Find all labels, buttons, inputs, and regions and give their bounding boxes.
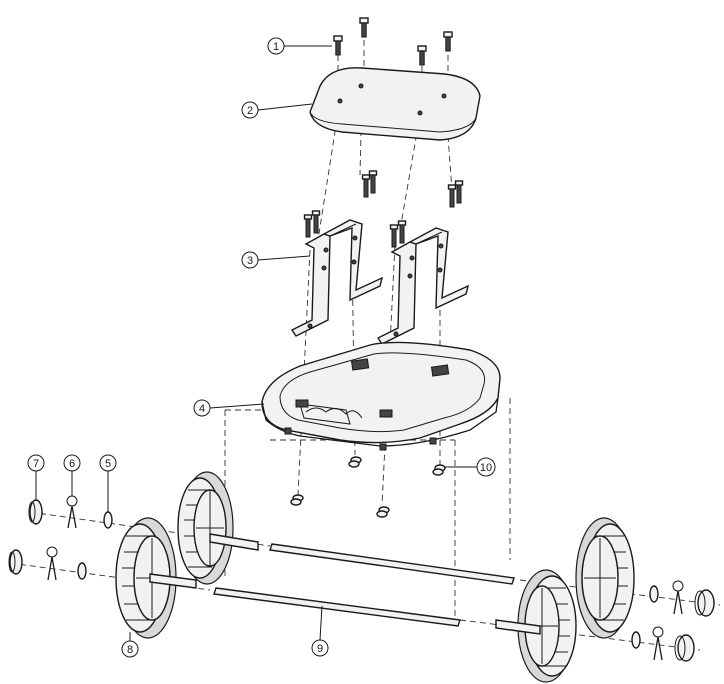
wheel-rear-right — [575, 517, 635, 639]
callout-8-label: 8 — [127, 644, 133, 656]
left-hub-caps — [8, 499, 43, 575]
axles — [213, 543, 515, 627]
right-washers — [631, 585, 659, 649]
right-lynch-pins — [652, 580, 684, 661]
callout-5: 5 — [99, 454, 117, 472]
wheel-front-right — [495, 569, 577, 683]
bracket-screws — [303, 170, 464, 248]
left-lynch-pins — [46, 495, 78, 581]
callout-6: 6 — [63, 454, 81, 472]
right-hub-caps — [674, 589, 715, 662]
callout-7-label: 7 — [33, 458, 39, 470]
left-washers — [77, 511, 113, 580]
callout-4-label: 4 — [199, 403, 205, 415]
callout-3-label: 3 — [247, 255, 253, 267]
seat-cover — [309, 67, 481, 141]
base-tub — [261, 341, 501, 451]
callout-4: 4 — [193, 399, 211, 417]
callout-2: 2 — [241, 101, 259, 119]
callout-7: 7 — [27, 454, 45, 472]
callout-9-label: 9 — [317, 643, 323, 655]
callout-6-label: 6 — [69, 458, 75, 470]
wheel-rear-left — [177, 471, 259, 585]
callout-1: 1 — [267, 37, 285, 55]
nuts — [290, 456, 446, 518]
top-screws — [333, 17, 453, 66]
callout-5-label: 5 — [105, 458, 111, 470]
callout-9: 9 — [311, 639, 329, 657]
callout-8: 8 — [121, 640, 139, 658]
callout-3: 3 — [241, 251, 259, 269]
wheel-front-left — [115, 517, 197, 639]
mounting-brackets — [290, 170, 470, 345]
callout-leaders — [35, 45, 478, 641]
callout-10: 10 — [476, 457, 496, 477]
callout-1-label: 1 — [273, 41, 279, 53]
callout-10-label: 10 — [480, 462, 492, 474]
callout-2-label: 2 — [247, 105, 253, 117]
